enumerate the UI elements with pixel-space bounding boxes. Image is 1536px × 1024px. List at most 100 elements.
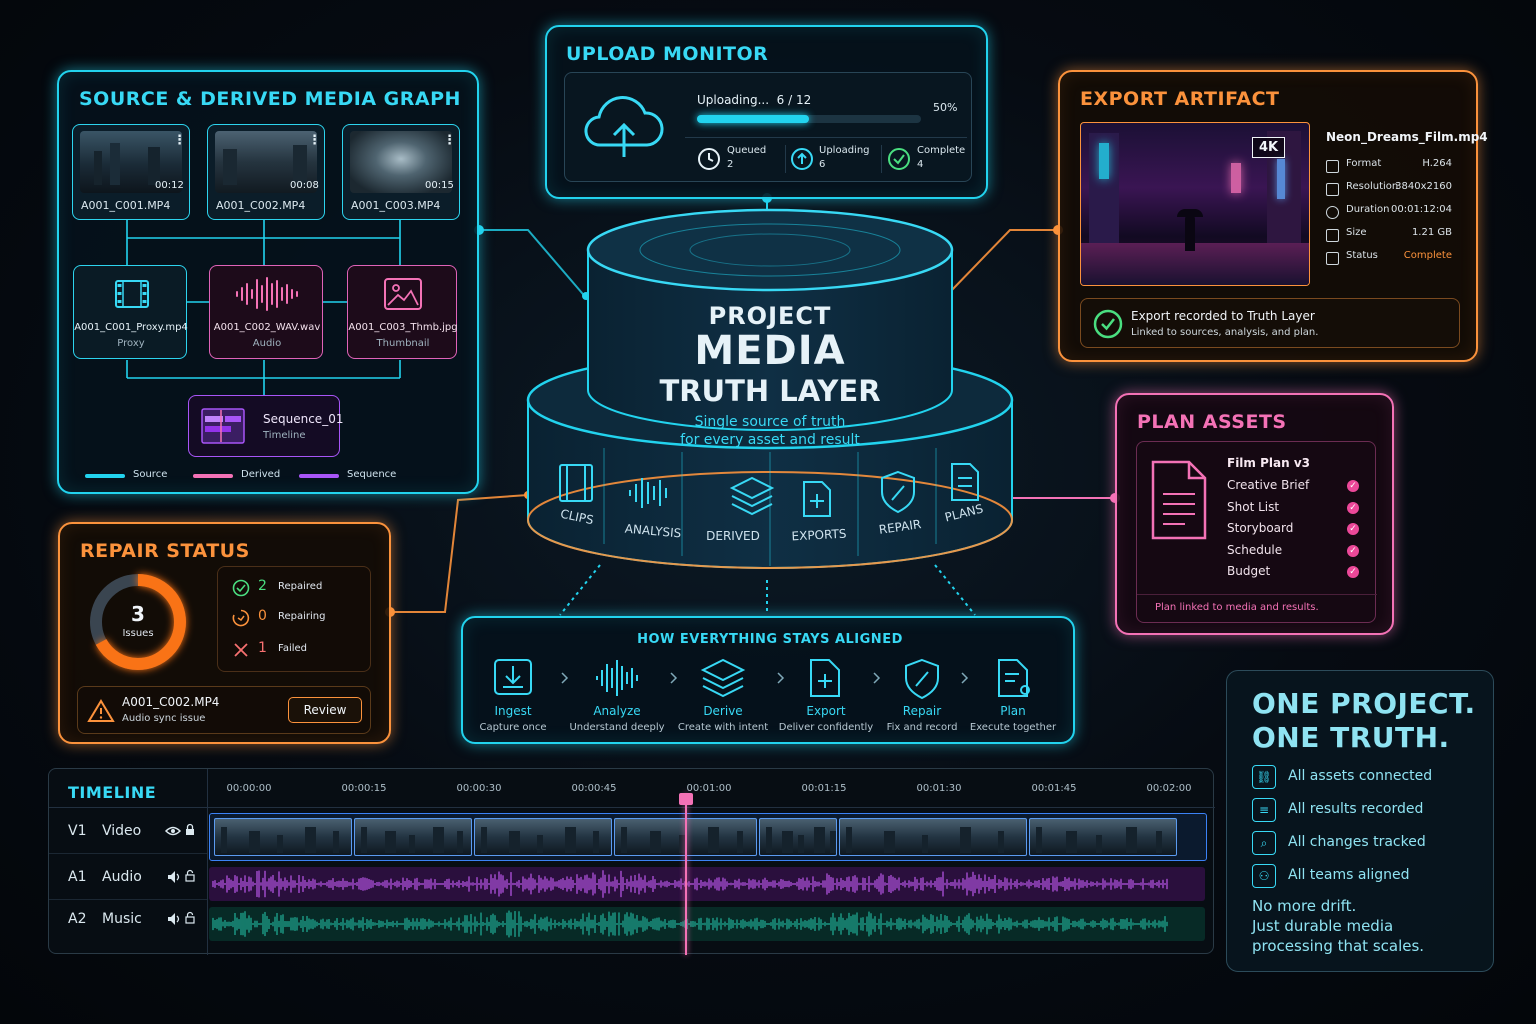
repairing-label: Repairing — [278, 611, 326, 622]
upload-card: Uploading... 6 / 12 50% Queued 2 Uploadi… — [564, 72, 972, 182]
truth-item: All results recorded — [1288, 801, 1424, 817]
step-name: Derive — [703, 704, 743, 718]
derived-kind: Thumbnail — [376, 338, 430, 349]
check-circle-icon — [232, 579, 250, 597]
plan-title: PLAN ASSETS — [1137, 411, 1287, 433]
derived-proxy[interactable]: A001_C001_Proxy.mp4 Proxy — [73, 265, 188, 359]
module-derived[interactable]: DERIVED — [706, 529, 760, 543]
kebab-menu-icon[interactable]: ⋮ — [308, 133, 321, 148]
sequence-kind: Timeline — [263, 430, 306, 441]
waveform-icon — [236, 277, 298, 311]
step-desc: Understand deeply — [569, 722, 665, 733]
export-icon — [810, 659, 840, 697]
timeline-tick: 00:01:00 — [686, 783, 732, 794]
export-row-label: Resolution — [1346, 181, 1399, 192]
video-clip[interactable] — [214, 818, 352, 856]
timeline-tick: 00:02:00 — [1146, 783, 1192, 794]
kebab-menu-icon[interactable]: ⋮ — [173, 133, 186, 148]
derived-layers-icon — [729, 476, 775, 516]
step-name: Export — [806, 704, 846, 718]
video-clip[interactable] — [839, 818, 1027, 856]
plan-item: Creative Brief — [1227, 478, 1310, 492]
export-preview[interactable]: 4K — [1080, 122, 1310, 286]
stat-label: Complete — [917, 145, 966, 156]
audio-track[interactable] — [209, 867, 1205, 901]
one-truth-panel: ONE PROJECT. ONE TRUTH. ⛓All assets conn… — [1226, 670, 1494, 972]
source-clip-2[interactable]: 00:08 ⋮ A001_C002.MP4 — [207, 124, 325, 220]
core-line2: MEDIA — [694, 328, 846, 374]
resolution-badge: 4K — [1252, 137, 1286, 158]
lock-icon[interactable] — [185, 911, 195, 924]
clip-name: A001_C002.MP4 — [216, 199, 306, 212]
alert-file: A001_C002.MP4 — [122, 695, 220, 709]
image-icon — [384, 278, 422, 310]
truth-item: All teams aligned — [1288, 867, 1410, 883]
check-badge-icon: ✓ — [1347, 501, 1359, 514]
core-sub1: Single source of truth — [694, 414, 846, 430]
failed-label: Failed — [278, 643, 308, 654]
repair-status-panel: REPAIR STATUS 3 Issues 2 Repaired 0 Repa… — [58, 522, 391, 744]
lock-icon[interactable] — [185, 869, 195, 882]
core-sub2: for every asset and result — [680, 432, 860, 448]
plan-doc-title: Film Plan v3 — [1227, 456, 1311, 470]
document-icon — [1151, 460, 1207, 540]
export-row-value: 3840x2160 — [1395, 181, 1452, 192]
clip-duration: 00:15 — [425, 180, 454, 191]
upload-title: UPLOAD MONITOR — [566, 43, 769, 65]
list-icon: ≡ — [1252, 798, 1276, 822]
sequence-node[interactable]: Sequence_01 Timeline — [188, 395, 343, 457]
video-clip[interactable] — [354, 818, 472, 856]
step-name: Plan — [1000, 704, 1026, 718]
check-badge-icon: ✓ — [1347, 480, 1359, 492]
speaker-icon[interactable] — [167, 870, 181, 884]
plan-item: Storyboard — [1227, 521, 1294, 535]
upload-arrow-icon — [791, 148, 813, 170]
lock-icon[interactable] — [185, 823, 195, 836]
media-graph-title: SOURCE & DERIVED MEDIA GRAPH — [79, 88, 461, 110]
footer-3: processing that scales. — [1252, 937, 1425, 955]
export-filename: Neon_Dreams_Film.mp4 — [1326, 130, 1488, 144]
film-strip-icon — [115, 280, 149, 308]
timeline-title: TIMELINE — [68, 783, 157, 802]
speaker-icon[interactable] — [167, 912, 181, 926]
track-header-a2: A2 Music — [49, 899, 207, 943]
stat-value: 6 — [819, 159, 826, 170]
derived-thumbnail[interactable]: A001_C003_Thmb.jpg Thumbnail — [347, 265, 458, 359]
video-track[interactable] — [209, 813, 1207, 861]
truth-layer-cylinder — [526, 208, 1014, 569]
check-badge-icon: ✓ — [1347, 566, 1359, 578]
derived-kind: Audio — [252, 338, 282, 349]
repair-stats: 2 Repaired 0 Repairing 1 Failed — [217, 566, 371, 672]
plan-card: Film Plan v3 Creative Brief ✓ Shot List ✓ St… — [1136, 441, 1377, 623]
plan-item: Shot List — [1227, 499, 1280, 514]
timeline-tick: 00:00:00 — [226, 783, 272, 794]
kebab-menu-icon[interactable]: ⋮ — [443, 133, 456, 148]
music-track[interactable] — [209, 907, 1205, 941]
video-clip[interactable] — [474, 818, 612, 856]
video-clip[interactable] — [759, 818, 837, 856]
media-graph-panel: SOURCE & DERIVED MEDIA GRAPH 00:12 ⋮ A00… — [57, 70, 479, 494]
stat-value: 4 — [917, 159, 924, 170]
truth-item: All changes tracked — [1288, 834, 1426, 850]
repair-donut — [90, 574, 186, 670]
source-clip-1[interactable]: 00:12 ⋮ A001_C001.MP4 — [72, 124, 190, 220]
search-icon: ⌕ — [1252, 831, 1276, 855]
review-button[interactable]: Review — [288, 697, 362, 723]
plan-footer: Plan linked to media and results. — [1155, 602, 1319, 613]
clip-name: A001_C001.MP4 — [81, 199, 171, 212]
alert-desc: Audio sync issue — [122, 713, 206, 724]
video-clip[interactable] — [1029, 818, 1177, 856]
playhead[interactable] — [685, 793, 687, 955]
repair-icon — [905, 658, 939, 700]
source-clip-3[interactable]: 00:15 ⋮ A001_C003.MP4 — [342, 124, 460, 220]
playhead-handle[interactable] — [679, 793, 693, 805]
stat-label: Queued — [727, 145, 767, 156]
truth-item: All assets connected — [1288, 768, 1433, 784]
repaired-count: 2 — [258, 578, 267, 594]
repair-title: REPAIR STATUS — [80, 540, 250, 562]
eye-icon[interactable] — [164, 825, 182, 837]
check-circle-icon — [888, 148, 910, 170]
warning-icon — [87, 699, 115, 722]
derived-audio[interactable]: A001_C002_WAV.wav Audio — [209, 265, 323, 359]
